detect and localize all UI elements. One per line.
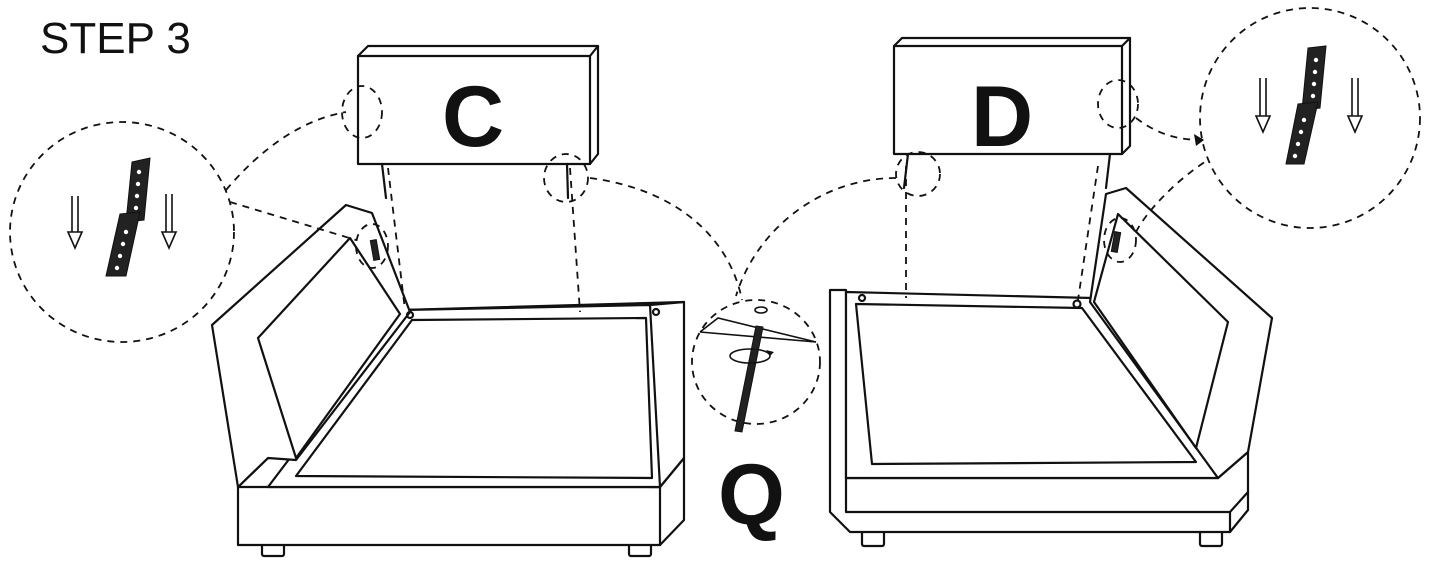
right-chair-armrest bbox=[1088, 186, 1274, 480]
bolt-q-label: Q bbox=[718, 447, 785, 543]
right-detail-callout bbox=[735, 7, 1421, 297]
backrest-c bbox=[356, 44, 600, 200]
right-chair-seat-cushion bbox=[854, 302, 1198, 466]
step-title: STEP 3 bbox=[40, 14, 191, 63]
right-chair bbox=[828, 165, 1274, 548]
rotation-arrow-icon bbox=[729, 348, 774, 364]
left-detail-callout bbox=[9, 85, 743, 343]
bolt-detail bbox=[691, 299, 821, 433]
down-arrow-icon bbox=[160, 194, 178, 250]
down-arrow-icon bbox=[66, 196, 84, 250]
bolt-icon bbox=[734, 306, 768, 433]
bracket-icon bbox=[1285, 45, 1327, 165]
left-chair-armrest bbox=[210, 203, 412, 489]
left-chair bbox=[210, 167, 686, 558]
down-arrow-icon bbox=[1346, 78, 1364, 134]
backrest-c-label: C bbox=[442, 69, 505, 165]
left-chair-seat-cushion bbox=[294, 316, 654, 480]
backrest-d-label: D bbox=[971, 69, 1034, 165]
bracket-icon bbox=[105, 157, 151, 277]
down-arrow-icon bbox=[1254, 78, 1272, 134]
backrest-d bbox=[892, 36, 1132, 190]
